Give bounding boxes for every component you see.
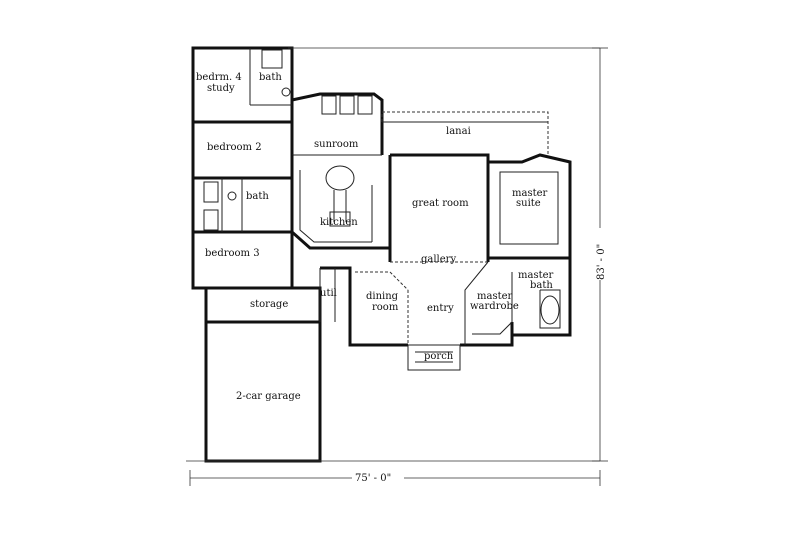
dimension-lines bbox=[186, 47, 608, 486]
room-labels: bedrm. 4 study bath sunroom lanai bedroo… bbox=[196, 72, 554, 402]
room-label-master-bath-2: bath bbox=[530, 280, 553, 291]
room-label-bedroom2: bedroom 2 bbox=[207, 142, 262, 153]
room-label-sunroom: sunroom bbox=[314, 139, 359, 150]
room-label-dining-1: dining bbox=[366, 291, 399, 302]
room-label-master-suite-2: suite bbox=[516, 198, 541, 209]
room-label-master-suite-1: master bbox=[512, 188, 548, 199]
room-label-kitchen: kitchen bbox=[320, 217, 358, 228]
room-label-master-wardrobe-2: wardrobe bbox=[470, 301, 519, 312]
dimension-labels: 75' - 0" 83' - 0" bbox=[352, 228, 608, 484]
width-dimension: 75' - 0" bbox=[355, 473, 391, 484]
walls bbox=[191, 46, 572, 463]
room-label-bedroom3: bedroom 3 bbox=[205, 248, 260, 259]
room-label-master-wardrobe-1: master bbox=[477, 291, 513, 302]
room-label-porch: porch bbox=[424, 351, 454, 362]
room-label-storage: storage bbox=[250, 299, 288, 310]
room-label-garage: 2-car garage bbox=[236, 391, 301, 402]
room-label-bath1: bath bbox=[259, 72, 282, 83]
room-label-great-room: great room bbox=[412, 198, 469, 209]
room-label-bath2: bath bbox=[246, 191, 269, 202]
room-label-bedroom4: bedrm. 4 bbox=[196, 72, 242, 83]
room-label-util: util bbox=[320, 288, 337, 299]
depth-dimension: 83' - 0" bbox=[596, 244, 607, 280]
room-label-study: study bbox=[207, 83, 235, 94]
room-label-gallery: gallery bbox=[421, 254, 456, 265]
room-label-master-bath-1: master bbox=[518, 270, 554, 281]
room-label-dining-2: room bbox=[372, 302, 399, 313]
room-label-entry: entry bbox=[427, 303, 454, 314]
room-label-lanai: lanai bbox=[446, 126, 471, 137]
